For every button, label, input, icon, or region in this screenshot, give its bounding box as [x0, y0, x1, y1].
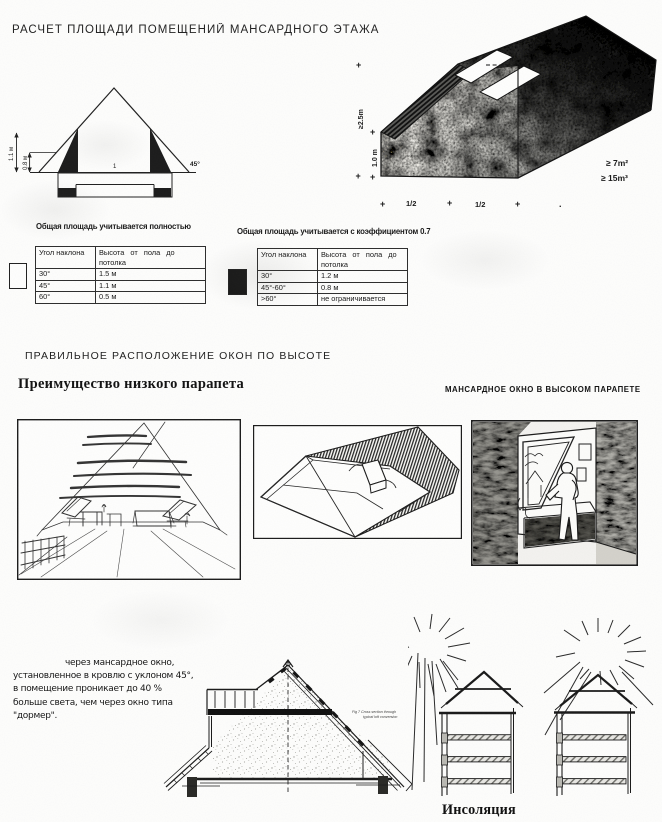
plus-mark: +: [370, 127, 375, 137]
plus-mark: +: [447, 198, 452, 208]
insolation-diagrams: [408, 613, 654, 796]
table-full: Угол наклона Высота от пола до потолка 3…: [35, 246, 206, 304]
table-row: 60°0.5 м: [35, 291, 206, 304]
min-volume-label: ≥ 15m³: [601, 173, 628, 183]
insolation-label: Инсоляция: [442, 802, 516, 818]
mansard-axonometric-figure: + + + + + + + . 1/2 1/2 ≥2.5m 1.0 m ≥ 7m…: [356, 15, 657, 209]
half-span-label: 1/2: [406, 199, 416, 208]
scan-blotch: [200, 240, 320, 310]
dim-ridge-height-label: ≥2.5m: [358, 109, 365, 129]
cross-section-caption-line1: Fig 7 Cross section through: [352, 710, 396, 714]
dim-height-coeff-label: 0.8 м: [23, 156, 29, 170]
table-full-col1-header: Угол наклона: [35, 246, 96, 269]
table-full-col2-header: Высота от пола до потолка: [95, 246, 206, 269]
plus-mark: +: [356, 171, 361, 181]
plus-mark: +: [380, 199, 385, 209]
table-coeff-col2-header: Высота от пола до потолка: [317, 248, 408, 271]
cross-section-caption-line2: typical loft conversion: [363, 715, 397, 719]
dim-height-full-label: 1.1 м: [9, 147, 15, 161]
scan-blotch: [60, 120, 150, 170]
table-row: 45°1.1 м: [35, 279, 206, 292]
scan-blotch: [90, 590, 230, 650]
subheading-low-parapet: Преимущество низкого парапета: [18, 376, 245, 392]
dim-wall-height-label: 1.0 m: [372, 149, 379, 167]
section-title-windows: ПРАВИЛЬНОЕ РАСПОЛОЖЕНИЕ ОКОН ПО ВЫСОТЕ: [25, 350, 332, 362]
roof-angle-label: 45°: [190, 160, 200, 168]
plus-mark: +: [370, 172, 375, 182]
house-right: [554, 673, 638, 796]
legend-swatch-full: [9, 263, 27, 289]
roof-axonometric-sketch-panel: [253, 425, 462, 539]
scan-blotch: [420, 230, 550, 290]
table-row: 30°1.5 м: [35, 268, 206, 281]
scan-blotch: [0, 180, 110, 240]
table-coeff-caption: Общая площадь учитывается с коэффициенто…: [237, 227, 431, 236]
plus-mark: +: [515, 199, 520, 209]
plus-mark: +: [356, 60, 361, 70]
dot-mark: .: [559, 199, 562, 209]
sun-left: [408, 613, 471, 791]
page-title: РАСЧЕТ ПЛОЩАДИ ПОМЕЩЕНИЙ МАНСАРДНОГО ЭТА…: [12, 24, 380, 36]
loft-cross-section-figure: Fig 7 Cross section through typical loft…: [163, 659, 413, 797]
house-left: [439, 670, 524, 796]
half-span-label: 1/2: [475, 200, 485, 209]
high-parapet-window-sketch-panel: [471, 420, 638, 566]
min-area-label: ≥ 7m²: [606, 158, 628, 168]
subheading-high-parapet: МАНСАРДНОЕ ОКНО В ВЫСОКОМ ПАРАПЕТЕ: [445, 385, 641, 394]
attic-interior-sketch-panel: [17, 419, 241, 580]
